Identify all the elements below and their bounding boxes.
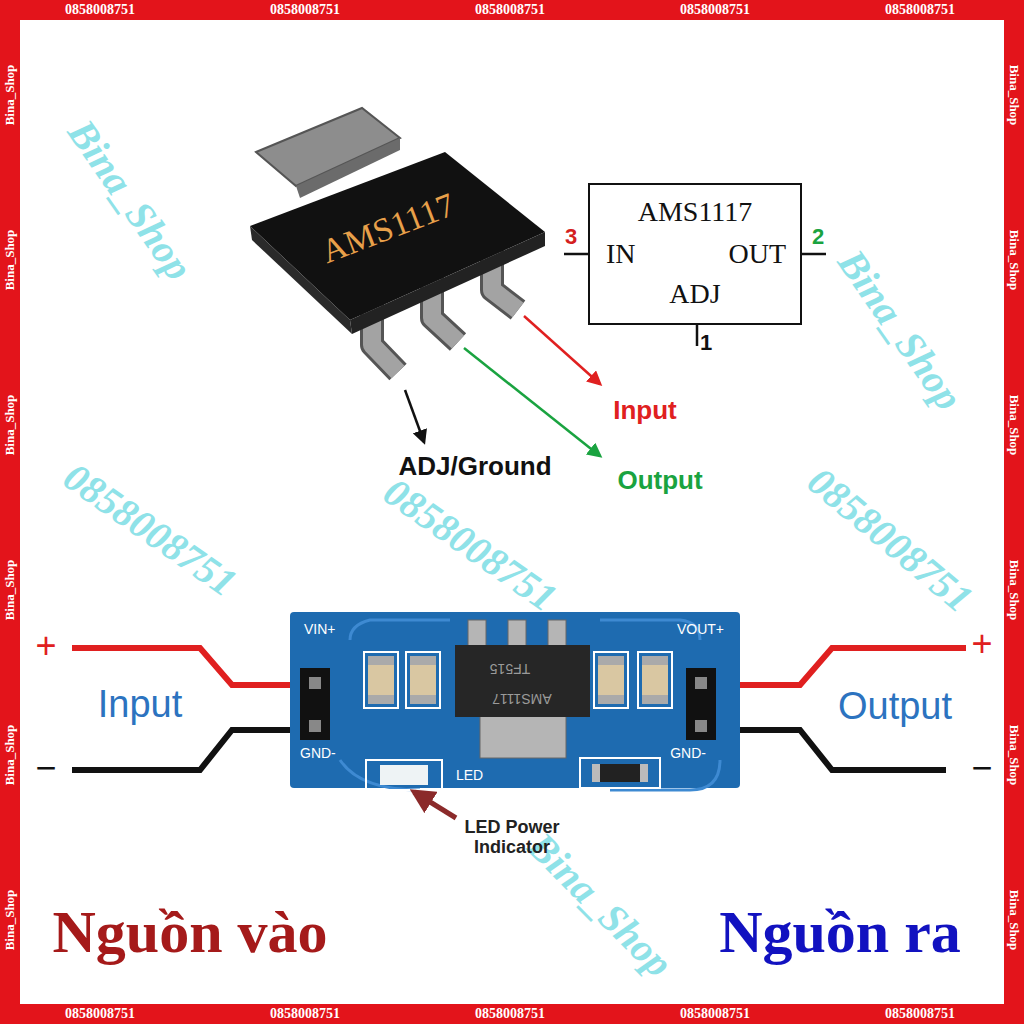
watermark: Bina_Shop [3,395,17,456]
watermark: Bina_Shop [1007,65,1021,126]
chip-illustration [250,108,545,372]
watermark: Bina_Shop [3,890,17,951]
polarity-sign: + [35,626,56,666]
wire [712,648,966,685]
pin-callout: Input [613,396,677,425]
watermark: Bina_Shop [3,725,17,786]
watermark: 0858008751 [270,1006,340,1021]
chip-name: AMS1117 [638,197,753,228]
ground [20,20,1004,1004]
caption-text: Nguồn ra [719,899,961,965]
pcb-board [290,612,740,790]
chip-marking: TF515 [490,660,530,675]
chip-marking: AMS1117 [492,690,551,705]
watermark: 0858008751 [65,1006,135,1021]
watermark: Bina_Shop [1007,395,1021,456]
port-label: Output [838,686,952,728]
leader-line [414,792,456,818]
watermark: 0858008751 [65,2,135,17]
pin-number: 2 [812,225,824,249]
watermark: 0858008751 [475,2,545,17]
wire [72,648,306,685]
pin-number: 3 [565,225,577,249]
pin-name: GND- [670,746,706,761]
watermark: 0858008751 [475,1006,545,1021]
watermark: 0858008751 [680,2,750,17]
leader-line [405,390,424,442]
watermark: 0858008751 [680,1006,750,1021]
pin-name: IN [606,239,636,270]
callout-text: LED Power Indicator [452,818,572,858]
pin-wire [564,253,588,256]
pin-name: OUT [728,239,786,270]
wire [712,730,946,770]
watermark: Bina_Shop [1007,560,1021,621]
watermark: 0858008751 [885,2,955,17]
schematic-box: AMS1117IN OUT ADJ [588,183,802,325]
pin-name: VIN+ [304,622,336,637]
pin-callout: Output [617,466,702,495]
pin-name: VOUT+ [677,622,724,637]
watermark: 0858008751 [885,1006,955,1021]
pin-callout: ADJ/Ground [398,452,551,481]
watermark: Bina_Shop [3,560,17,621]
port-label: Input [98,684,183,726]
pin-wire [696,325,699,346]
pin-name: ADJ [669,279,720,310]
watermark: Bina_Shop [1007,725,1021,786]
watermark: Bina_Shop [3,230,17,291]
pin-wire [802,253,826,256]
wire [72,730,306,770]
polarity-sign: − [35,748,56,788]
watermark: Bina_Shop [1007,230,1021,291]
pin-name: GND- [300,746,336,761]
pin-number: 1 [700,331,712,355]
caption-text: Nguồn vào [52,899,327,965]
silkscreen-label: LED [456,768,483,783]
polarity-sign: + [971,624,992,664]
watermark: 0858008751 [270,2,340,17]
watermark: Bina_Shop [3,65,17,126]
polarity-sign: − [971,748,992,788]
leader-line [524,316,600,384]
watermark: Bina_Shop [1007,890,1021,951]
